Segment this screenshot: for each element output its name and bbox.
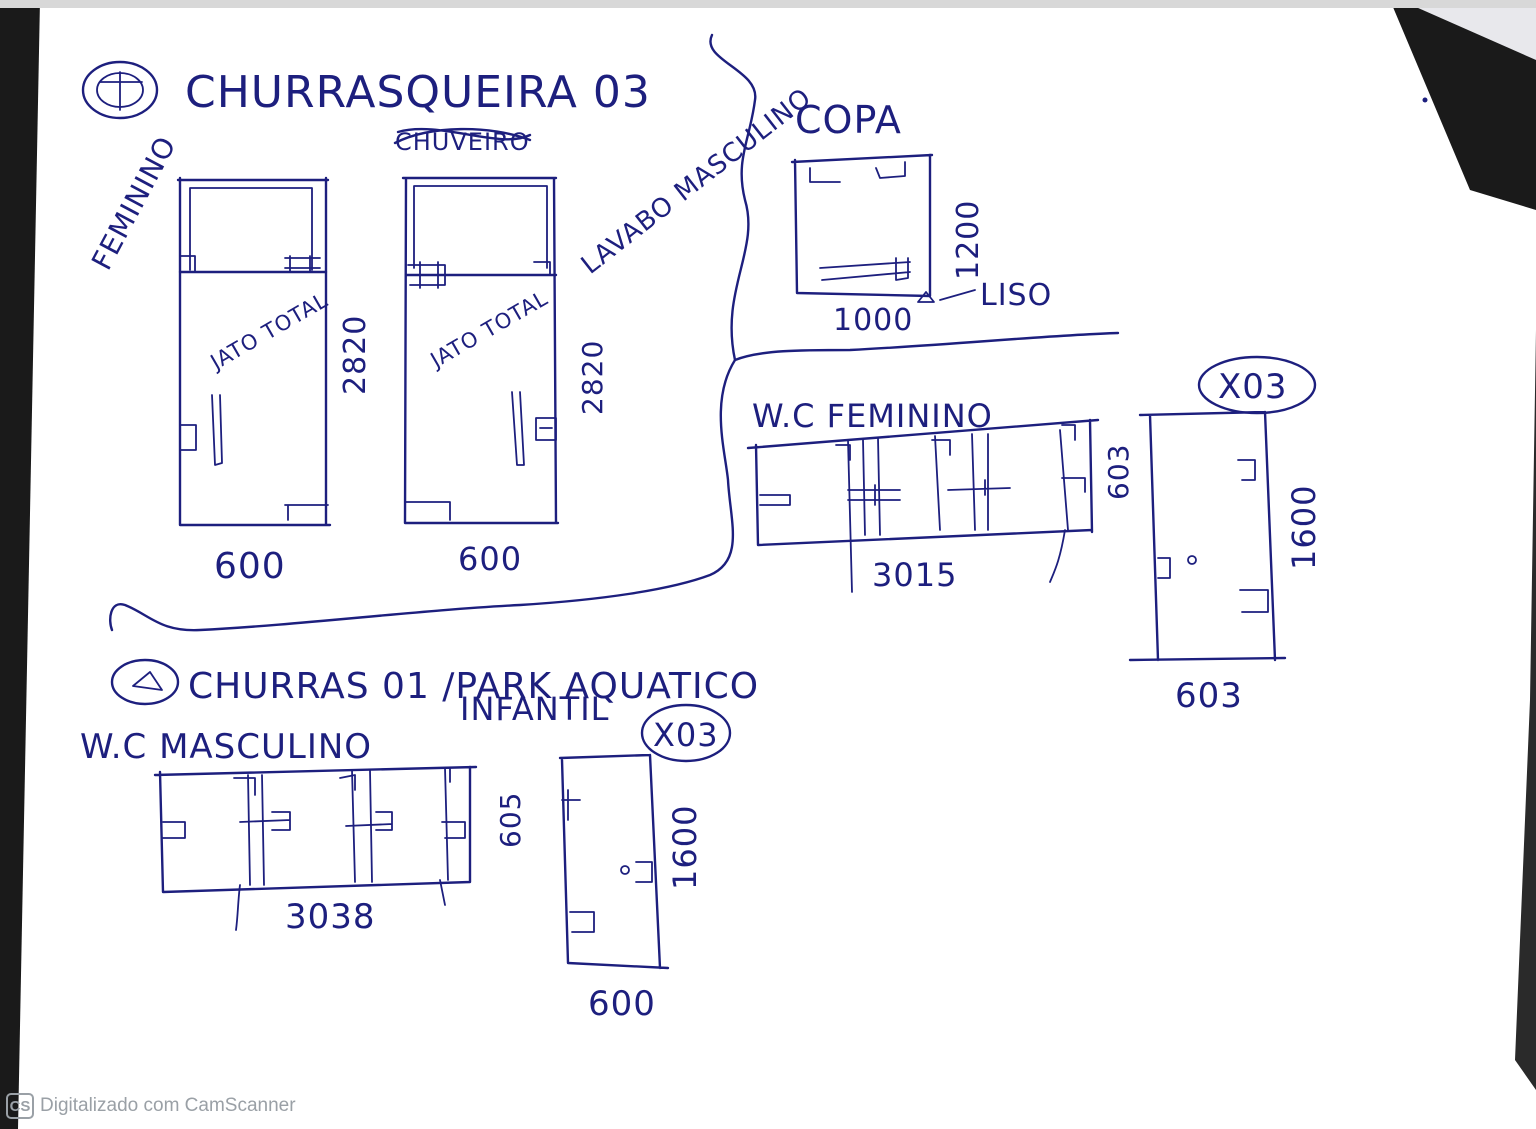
door-b-height: 1600 bbox=[666, 805, 704, 890]
churras01-title-line2: INFANTIL bbox=[460, 690, 609, 728]
copa-title: COPA bbox=[795, 98, 902, 142]
right-width-dimension: 600 bbox=[458, 540, 522, 578]
left-cubicle-elevation bbox=[176, 176, 332, 527]
wc-masculino-height: 605 bbox=[494, 792, 527, 848]
churras01-title-line1: CHURRAS 01 /PARK AQUATICO bbox=[188, 666, 759, 707]
wc-masculino-width: 3038 bbox=[285, 897, 376, 937]
scribble-strike bbox=[393, 127, 532, 145]
wc-feminino-width: 3015 bbox=[872, 556, 957, 594]
door-a-height: 1600 bbox=[1285, 485, 1323, 570]
crossed-out-word: CHUVEIRO bbox=[395, 128, 530, 156]
watermark-text: Digitalizado com CamScanner bbox=[40, 1095, 296, 1116]
divider-wave-left bbox=[109, 33, 757, 632]
divider-line-top-right bbox=[733, 331, 1120, 362]
door-a-tag-label: X03 bbox=[1218, 367, 1288, 407]
camscanner-logo-icon: CS bbox=[6, 1093, 34, 1119]
camscanner-watermark: CS Digitalizado com CamScanner bbox=[6, 1091, 296, 1121]
section-marker-icon bbox=[81, 60, 159, 120]
wc-feminino-title: W.C FEMININO bbox=[752, 397, 993, 435]
wc-masculino-elevation bbox=[153, 765, 478, 931]
ink-dot bbox=[1422, 97, 1428, 103]
wc-feminino-height: 603 bbox=[1102, 444, 1135, 500]
left-jato-label: JATO TOTAL bbox=[205, 288, 332, 375]
door-a-elevation bbox=[1128, 410, 1287, 662]
section-marker-icon-2 bbox=[110, 658, 180, 706]
churrasqueira03-title: CHURRASQUEIRA 03 bbox=[185, 67, 651, 118]
door-b-width: 600 bbox=[588, 984, 656, 1024]
door-a-width: 603 bbox=[1175, 676, 1243, 716]
wc-feminino-elevation bbox=[746, 418, 1100, 593]
feminino-label: FEMININO bbox=[85, 131, 183, 276]
top-edge bbox=[0, 0, 1536, 8]
left-width-dimension: 600 bbox=[214, 546, 286, 587]
top-right-shadow bbox=[1390, 0, 1536, 210]
right-edge-shadow bbox=[1515, 330, 1536, 1090]
copa-elevation bbox=[790, 153, 934, 298]
left-height-dimension: 2820 bbox=[338, 315, 373, 395]
liso-arrow bbox=[917, 289, 976, 303]
left-edge-shadow bbox=[0, 0, 40, 1129]
right-height-dimension: 2820 bbox=[576, 340, 609, 415]
door-b-tag bbox=[640, 703, 732, 763]
copa-note: LISO bbox=[980, 278, 1052, 313]
wc-masculino-title: W.C MASCULINO bbox=[80, 727, 372, 767]
top-right-paper-edge bbox=[1400, 0, 1536, 60]
door-b-elevation bbox=[558, 753, 670, 970]
copa-height-dimension: 1200 bbox=[951, 200, 986, 280]
door-b-tag-label: X03 bbox=[653, 716, 719, 754]
right-cubicle-elevation bbox=[401, 176, 560, 525]
copa-width-dimension: 1000 bbox=[833, 303, 913, 338]
right-jato-label: JATO TOTAL bbox=[425, 286, 552, 373]
